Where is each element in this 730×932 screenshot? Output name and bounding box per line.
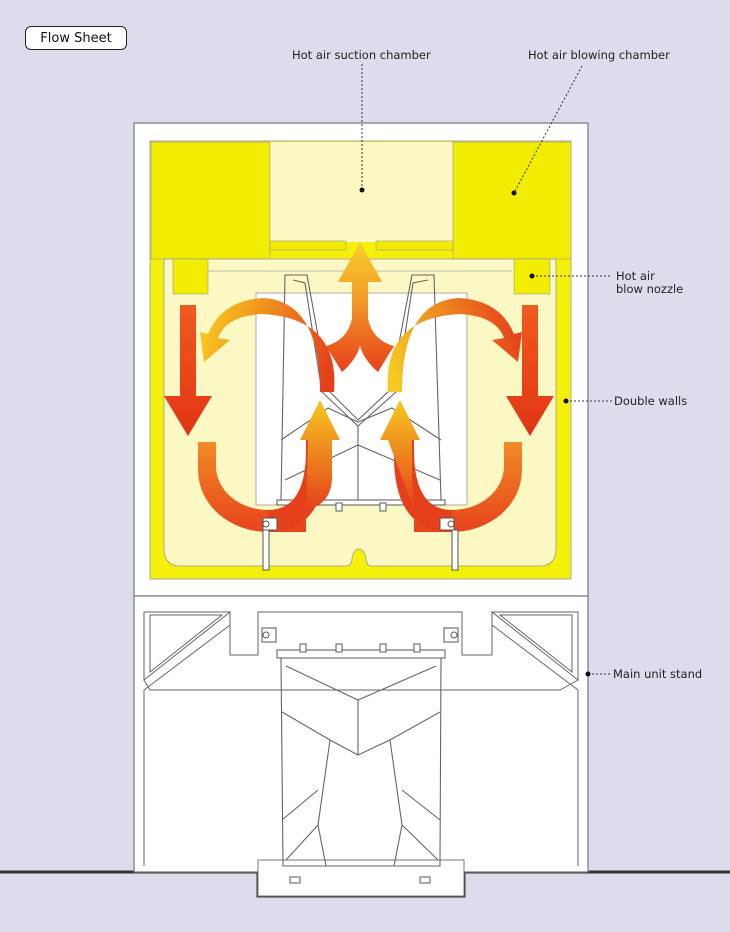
label-suction-chamber: Hot air suction chamber (292, 48, 431, 62)
leader-dots (359, 187, 591, 677)
label-main-stand: Main unit stand (613, 667, 703, 681)
label-nozzle-line2: blow nozzle (616, 282, 684, 296)
nozzle-left (172, 258, 209, 295)
label-double-walls: Double walls (614, 394, 688, 408)
baffle-right (375, 240, 454, 251)
flow-arrow-left-up (300, 400, 340, 510)
blowing-chamber-right (452, 141, 572, 260)
leader-lines (361, 64, 612, 675)
baffle-left (269, 240, 347, 251)
rack-supports (261, 517, 459, 643)
flow-arrow-center-up (326, 242, 394, 372)
flow-sheet-badge: Flow Sheet (25, 26, 127, 50)
flow-arrow-left-u (180, 442, 306, 532)
lower-rack (276, 643, 446, 884)
flow-arrow-right-up (380, 400, 420, 510)
flow-arrow-right-down (506, 305, 554, 436)
label-blowing-chamber: Hot air blowing chamber (528, 48, 670, 62)
label-nozzle-line1: Hot air (616, 269, 655, 283)
flow-arrow-left-curve (200, 298, 335, 392)
flow-arrow-left-down (164, 305, 212, 436)
blowing-chamber-left (150, 141, 271, 260)
flow-arrow-right-u (414, 442, 540, 532)
flow-arrow-right-curve (387, 298, 522, 392)
stand-foot (257, 859, 465, 897)
